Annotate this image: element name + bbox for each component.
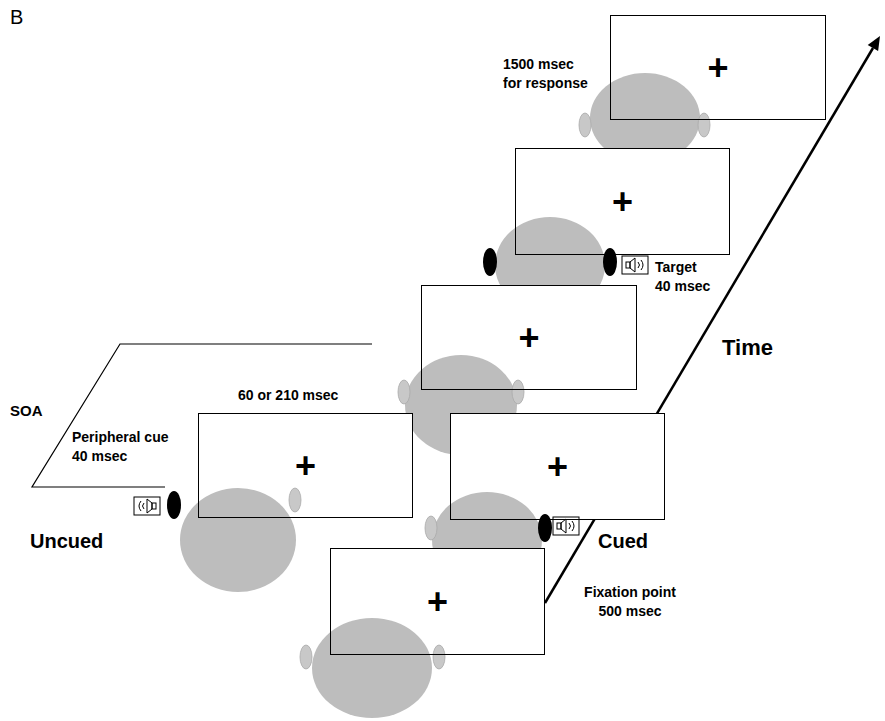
speaker-icon — [622, 256, 648, 274]
display-frame: + — [421, 285, 637, 390]
timing-note: Peripheral cue 40 msec — [72, 428, 177, 466]
timing-note: Target 40 msec — [655, 258, 715, 296]
display-frame: + — [450, 413, 665, 520]
speaker-icon — [557, 523, 561, 529]
stimulated-ear — [603, 248, 617, 276]
speaker-icon — [134, 497, 160, 515]
display-frame: + — [515, 148, 730, 255]
speaker-icon — [147, 499, 152, 513]
display-frame: + — [330, 548, 545, 655]
fixation-cross: + — [518, 320, 539, 356]
ear — [433, 645, 445, 669]
speaker-icon — [626, 262, 630, 268]
condition-label: Cued — [598, 528, 648, 555]
stimulated-ear — [167, 491, 181, 519]
fixation-cross: + — [547, 449, 568, 485]
timing-note: Fixation point 500 msec — [575, 583, 685, 621]
panel-letter: B — [10, 4, 23, 31]
axis-label: Time — [722, 333, 773, 363]
fixation-cross: + — [427, 584, 448, 620]
ear — [425, 516, 437, 540]
ear — [579, 113, 591, 137]
display-frame: + — [610, 15, 826, 120]
speaker-icon — [139, 501, 144, 511]
speaker-icon — [561, 519, 566, 533]
fixation-cross: + — [295, 448, 316, 484]
timing-note: 1500 msec for response — [503, 55, 592, 93]
speaker-icon — [638, 260, 643, 270]
time-arrow-head — [868, 36, 880, 51]
ear — [398, 380, 410, 404]
stimulated-ear — [483, 248, 497, 276]
stimulated-ear — [538, 514, 552, 542]
display-frame: + — [198, 413, 413, 518]
speaker-icon — [630, 258, 635, 272]
speaker-icon — [152, 503, 156, 509]
speaker-icon — [569, 521, 574, 531]
timing-note: 60 or 210 msec — [238, 386, 338, 405]
fixation-cross: + — [612, 184, 633, 220]
fixation-cross: + — [707, 50, 728, 86]
ear — [289, 488, 301, 512]
condition-label: Uncued — [30, 528, 103, 555]
ear — [698, 113, 710, 137]
interval-label: SOA — [10, 401, 43, 421]
ear — [300, 645, 312, 669]
ear — [512, 380, 524, 404]
